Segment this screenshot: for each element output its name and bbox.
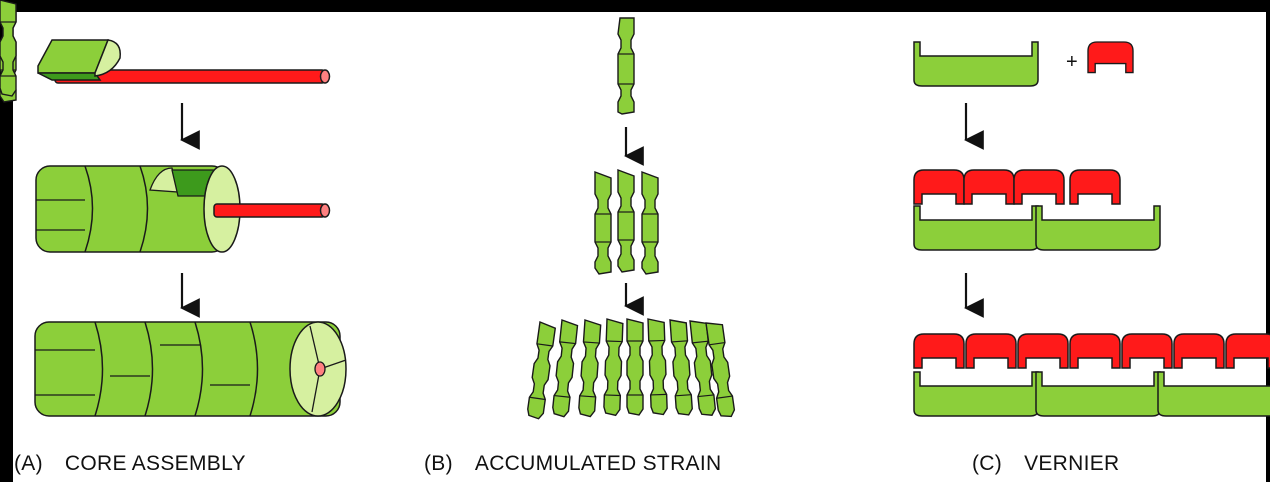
frame-border-left [0, 0, 13, 482]
core-segment-line [144, 321, 154, 417]
core-segment-line [194, 321, 204, 417]
green-subunit-dark-face [37, 72, 102, 81]
red-rod-end [319, 203, 331, 218]
frame-border-right [1266, 0, 1270, 482]
helix-segment-line [84, 165, 94, 253]
caption-tag: (A) [14, 452, 43, 475]
caption-accumulated-strain: (B) ACCUMULATED STRAIN [424, 448, 721, 480]
vernier-green-tray [913, 41, 1039, 87]
caption-vernier: (C) VERNIER [972, 448, 1120, 480]
vernier-red-cap [1087, 41, 1134, 74]
red-rod-end [319, 69, 331, 84]
caption-tag: (B) [424, 452, 453, 475]
plus-sign: + [1066, 51, 1078, 73]
caption-tag: (C) [972, 452, 1003, 475]
helix-open-face [149, 167, 179, 193]
vernier-complete-assembly [913, 333, 1270, 417]
strain-column [0, 0, 17, 97]
panel-a-core-assembly [34, 39, 347, 417]
core-segment-line [94, 321, 104, 417]
caption-title: VERNIER [1024, 452, 1120, 475]
caption-core-assembly: (A) CORE ASSEMBLY [14, 448, 246, 480]
helix-segment-line [139, 165, 149, 253]
panel-a-subunit-on-rod [37, 39, 331, 84]
panel-b-accumulated-strain [0, 0, 736, 420]
panel-a-complete-core [34, 321, 347, 417]
core-segment-line [249, 321, 259, 417]
caption-title: ACCUMULATED STRAIN [474, 452, 722, 475]
strain-nine-columns [0, 0, 736, 420]
strain-single-column [617, 17, 635, 115]
red-rod [213, 203, 326, 218]
panel-a-partial-helix [35, 165, 331, 253]
green-subunit-light-face [94, 39, 121, 77]
red-rod-end [314, 361, 326, 377]
panel-c-vernier: + [913, 41, 1270, 417]
vernier-partial-assembly [913, 169, 1161, 251]
caption-title: CORE ASSEMBLY [64, 452, 246, 475]
frame-border-top [0, 0, 1270, 12]
